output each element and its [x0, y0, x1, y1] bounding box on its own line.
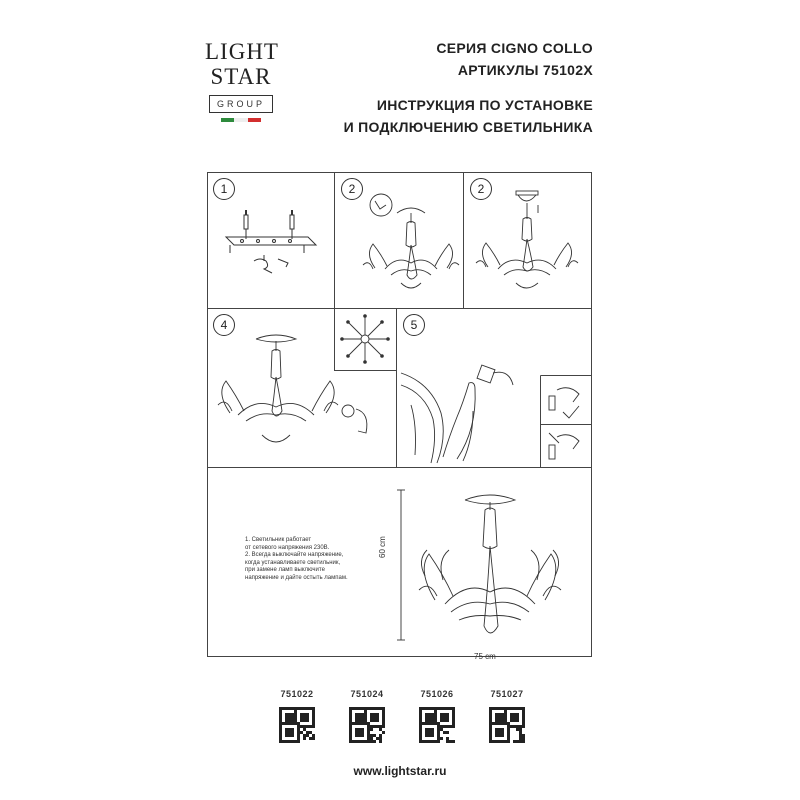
- article-codes-row: 751022 751024 751026 751027: [0, 689, 800, 769]
- series-heading: СЕРИЯ CIGNO COLLO АРТИКУЛЫ 75102X: [436, 37, 593, 81]
- note-line: 1. Светильник работает: [245, 537, 312, 543]
- qr-code-icon[interactable]: [349, 707, 385, 743]
- note-line: напряжение и дайте остыть лампам.: [245, 574, 348, 581]
- article-range: АРТИКУЛЫ 75102X: [457, 62, 593, 78]
- logo-text-star: STAR: [210, 64, 272, 89]
- article-number: 751024: [350, 689, 384, 699]
- article-number: 751026: [420, 689, 454, 699]
- step-5-shade-detail-illustration: [400, 364, 514, 464]
- instruction-line-1: ИНСТРУКЦИЯ ПО УСТАНОВКЕ: [376, 97, 593, 113]
- article-number: 751022: [280, 689, 314, 699]
- instruction-line-2: И ПОДКЛЮЧЕНИЮ СВЕТИЛЬНИКА: [343, 119, 593, 135]
- article-751026: 751026: [402, 689, 472, 743]
- step-badge-2b: 2: [470, 178, 492, 200]
- step-badge-2: 2: [341, 178, 363, 200]
- qr-code-icon[interactable]: [279, 707, 315, 743]
- step-badge-5: 5: [403, 314, 425, 336]
- step-badge-4: 4: [213, 314, 235, 336]
- width-dimension-label: 75 cm: [474, 652, 496, 661]
- bulb-remove-detail-illustration: [548, 432, 580, 460]
- italian-flag-icon: [221, 118, 261, 122]
- bulb-socket-detail-illustration: [340, 314, 390, 364]
- lightstar-logo: LIGHT STAR GROUP: [205, 38, 279, 126]
- qr-code-icon[interactable]: [489, 707, 525, 743]
- logo-text-light: LIGHT: [205, 39, 279, 64]
- series-name: СЕРИЯ CIGNO COLLO: [436, 40, 593, 56]
- website-link[interactable]: www.lightstar.ru: [353, 764, 447, 778]
- article-number: 751027: [490, 689, 524, 699]
- article-751022: 751022: [262, 689, 332, 743]
- note-line: когда устанавливаете светильник,: [245, 559, 341, 566]
- step-2-attach-canopy-illustration: [475, 190, 579, 289]
- note-line: при замене ламп выключите: [245, 567, 325, 574]
- note-line: 2. Всегда выключайте напряжение,: [245, 552, 344, 559]
- bulb-insert-detail-illustration: [548, 387, 580, 419]
- qr-code-icon[interactable]: [419, 707, 455, 743]
- fixture-dimensions-illustration: [397, 489, 562, 641]
- safety-notes: 1. Светильник работает от сетевого напря…: [245, 537, 405, 583]
- note-line: от сетевого напряжения 230В.: [245, 544, 330, 551]
- step-1-mounting-bracket-illustration: [224, 210, 318, 274]
- article-751024: 751024: [332, 689, 402, 743]
- article-751027: 751027: [472, 689, 542, 743]
- logo-text-group: GROUP: [209, 95, 273, 113]
- instruction-heading: ИНСТРУКЦИЯ ПО УСТАНОВКЕ И ПОДКЛЮЧЕНИЮ СВ…: [344, 94, 593, 138]
- step-badge-1: 1: [213, 178, 235, 200]
- step-2-hang-fixture-illustration: [362, 193, 460, 289]
- step-4-install-bulbs-illustration: [217, 334, 368, 443]
